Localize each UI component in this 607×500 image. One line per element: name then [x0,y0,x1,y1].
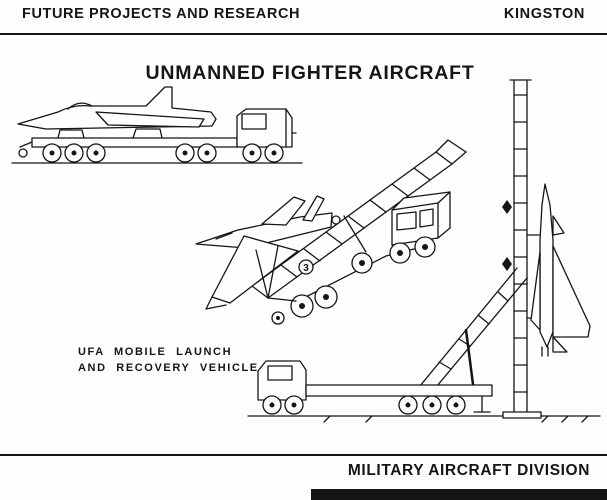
figure-vertical-launch-view [247,79,601,423]
support-strut-lattice [419,267,528,394]
caption-line-2: AND RECOVERY VEHICLE [78,362,259,374]
launch-ramp-lattice [251,139,467,299]
figure-erection-perspective-view: 3 [195,139,467,325]
figure-caption: UFA MOBILE LAUNCH AND RECOVERY VEHICLE [78,344,259,376]
figure-annotation-circle: 3 [298,259,314,275]
vertical-aircraft [526,183,591,357]
bottom-rule [0,454,607,456]
transporter-trailer [18,128,238,158]
launch-mast [502,79,542,419]
top-rule [0,33,607,35]
launcher-wheels [271,236,436,325]
transporter-truck-cab [236,108,297,148]
caption-line-1: UFA MOBILE LAUNCH [78,346,233,358]
figure-transport-side-view [11,86,303,164]
footer-division: MILITARY AIRCRAFT DIVISION [347,462,590,479]
header-right-title: KINGSTON [503,6,585,22]
transporter-wheels [42,143,284,163]
header-left-title: FUTURE PROJECTS AND RESEARCH [22,6,301,22]
page-title: UNMANNED FIGHTER AIRCRAFT [145,62,475,84]
figure-annotation: 3 [303,263,309,274]
recovery-truck [257,360,493,415]
ground-line-right [247,415,601,423]
bottom-black-bar [311,489,607,500]
aircraft-side-view [17,86,217,130]
launcher-truck-cab [391,191,451,246]
delta-aircraft-perspective [195,195,341,310]
